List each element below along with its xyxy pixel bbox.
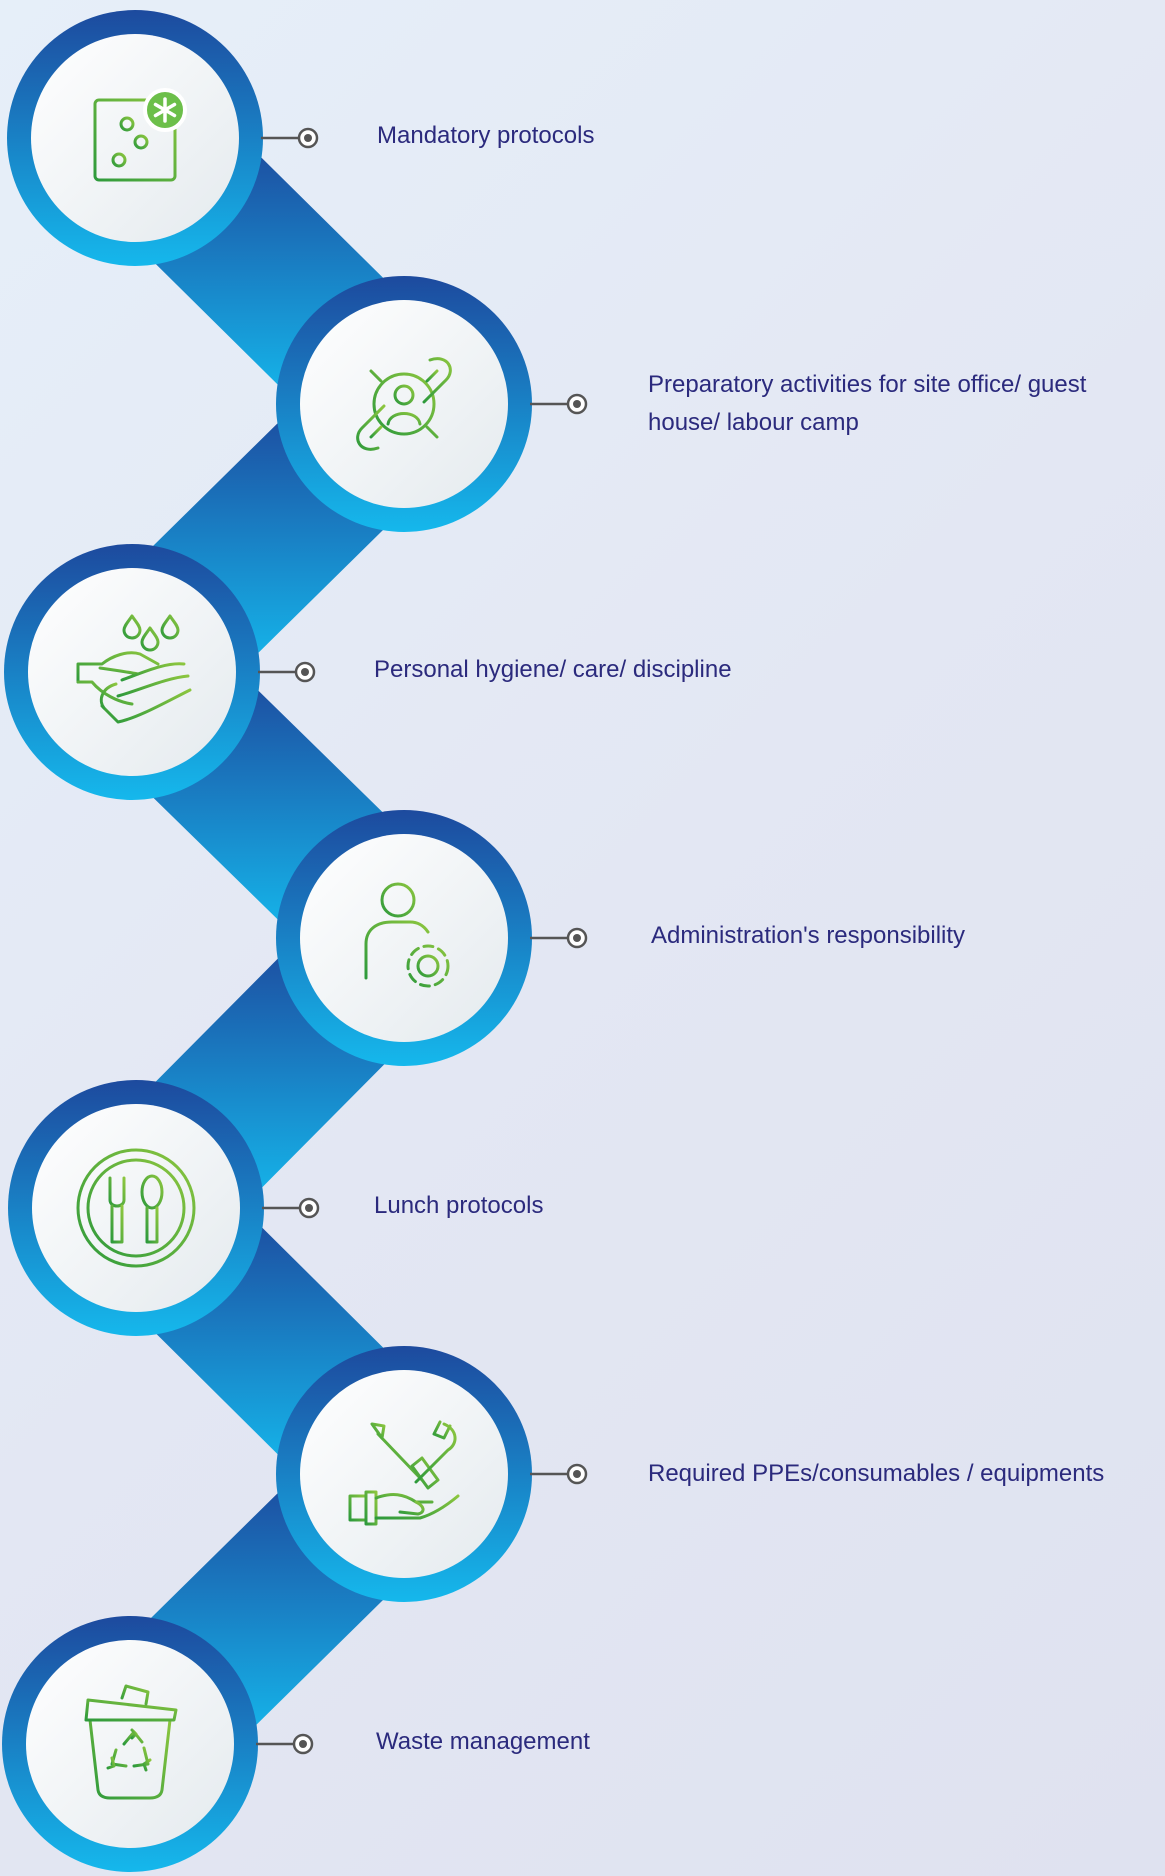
gear-wrench-person-icon xyxy=(356,356,452,452)
connector-dot-center xyxy=(573,400,581,408)
hand-tools-icon xyxy=(348,1420,460,1526)
connector-dot-center xyxy=(301,668,309,676)
step-label: Required PPEs/consumables / equipments xyxy=(648,1460,1105,1487)
plate-fork-spoon-icon xyxy=(76,1148,196,1268)
recycle-bin-icon xyxy=(84,1684,178,1800)
step-icon-disc xyxy=(300,1370,508,1578)
connector-dot-center xyxy=(305,1204,313,1212)
hand-washing-icon xyxy=(76,614,192,724)
step-label: Waste management xyxy=(376,1728,590,1755)
step-label: Administration's responsibility xyxy=(651,922,966,949)
step-label: Mandatory protocols xyxy=(377,122,595,149)
step-label: Preparatory activities for site office/ … xyxy=(648,371,1087,436)
step-icon-disc xyxy=(300,834,508,1042)
step-icon-disc xyxy=(26,1640,234,1848)
step-label: Lunch protocols xyxy=(374,1192,544,1219)
connector-dot-center xyxy=(573,934,581,942)
connector-dot-center xyxy=(304,134,312,142)
admin-person-gear-icon xyxy=(364,882,450,988)
step-icon-disc xyxy=(32,1104,240,1312)
connector-dot-center xyxy=(573,1470,581,1478)
step-label: Personal hygiene/ care/ discipline xyxy=(374,656,732,683)
settings-sliders-asterisk-icon xyxy=(93,88,187,182)
connector-dot-center xyxy=(299,1740,307,1748)
